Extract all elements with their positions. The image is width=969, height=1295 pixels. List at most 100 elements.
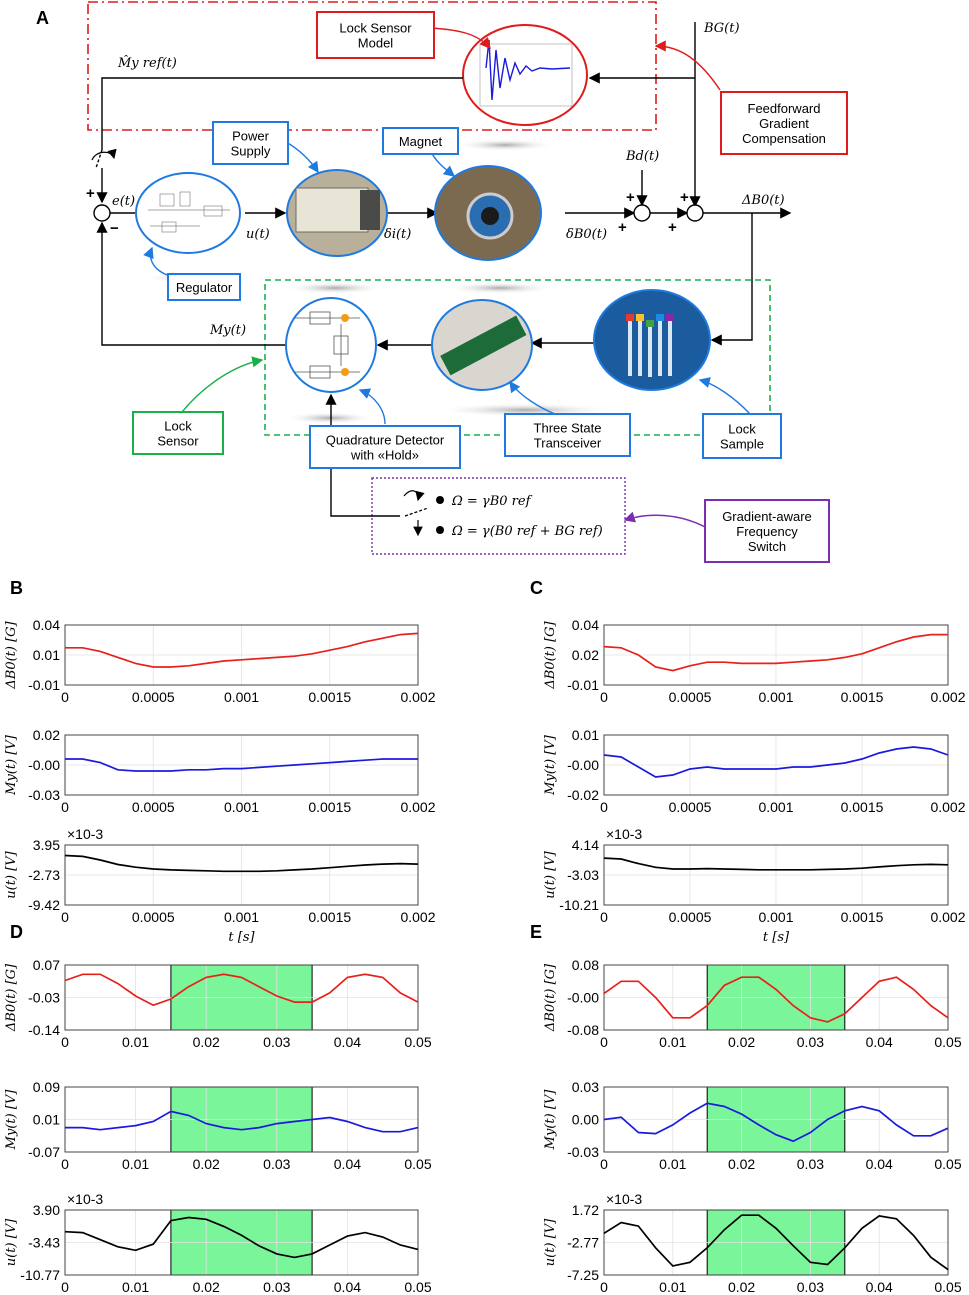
plus-sign: + [668,219,677,236]
callout-feedforward [654,40,721,91]
multiplier-icon [341,368,349,376]
callout-regulator [143,246,171,277]
y-tick-label: -0.01 [28,677,60,693]
box-label-line: Power [232,129,270,144]
lock-sensor-model-ellipse [462,24,588,126]
panel-label-b: B [10,578,23,598]
signal-bd: Bd(t) [625,149,659,164]
box-label-line: Three State [534,421,602,436]
x-tick-label: 0.04 [866,1156,893,1172]
x-tick-label: 0.0005 [669,689,712,705]
box-label-line: Supply [231,144,271,159]
x-tick-label: 0.001 [758,799,793,815]
y-tick-label: 4.14 [572,837,599,853]
power-supply-panel [360,190,380,230]
equation-2: Ω = γ(B0 ref + BG ref) [451,524,603,539]
exponent-label: ×10-3 [67,826,103,842]
signal-m-ref: M̂y ref(t) [117,55,177,71]
y-axis-label: u(t) [V] [4,1218,19,1266]
y-tick-label: -0.01 [567,677,599,693]
my-feedback-line [96,221,290,346]
y-tick-label: -0.14 [28,1022,60,1038]
exponent-label: ×10-3 [606,1191,642,1207]
x-tick-label: 0.03 [263,1156,290,1172]
model-impulse-response [485,39,571,101]
x-tick-label: 0.03 [797,1034,824,1050]
box-label-line: Regulator [176,280,233,295]
bullet-icon [436,496,444,504]
magnet-bore-center [481,207,499,225]
y-tick-label: -0.07 [28,1144,60,1160]
callout-detector [358,388,386,425]
callout-lock-model [431,27,491,50]
y-axis-label: ΔB0(t) [G] [4,620,19,689]
axes-frame [64,844,419,906]
x-tick-label: 0.02 [193,1156,220,1172]
y-tick-label: 0.03 [572,1079,599,1095]
x-tick-label: 0.02 [193,1279,220,1295]
panel-label-c: C [530,578,543,598]
series-line [603,1214,949,1271]
box-label-line: Lock [728,422,756,437]
x-tick-label: 0 [61,1034,69,1050]
signal-bg: BG(t) [703,21,740,36]
regulator-block-diagram [148,191,230,233]
y-tick-label: 0.01 [33,647,60,663]
signal-di: δi(t) [384,227,411,242]
box-label-line: Sample [720,437,764,452]
x-tick-label: 0.0015 [308,689,351,705]
summing-junction-e [93,204,111,222]
series-line [603,746,949,778]
x-tick-label: 0.02 [728,1279,755,1295]
series-line [64,1216,419,1259]
box-label-line: Magnet [399,134,443,149]
x-tick-label: 0.0015 [841,909,884,925]
box-magnet: Magnet [382,127,459,155]
x-tick-label: 0 [600,689,608,705]
y-tick-label: 0.00 [572,1112,599,1128]
axes-frame [64,1086,419,1153]
x-tick-label: 0.05 [934,1279,961,1295]
lock-model-region [87,1,657,131]
frequency-switch-region [371,477,626,555]
axes-frame [603,964,949,1031]
x-tick-label: 0.01 [122,1279,149,1295]
box-label-line: Gradient [759,116,809,131]
axes-frame [603,1209,949,1276]
x-tick-label: 0.02 [728,1034,755,1050]
signal-my: My(t) [209,323,246,338]
x-tick-label: 0.04 [334,1279,361,1295]
y-tick-label: -9.42 [28,897,60,913]
series-line [65,1110,419,1133]
y-tick-label: -2.77 [567,1235,599,1251]
quadrature-detector-ellipse [285,297,377,393]
summing-junction-bg [686,204,704,222]
x-tick-label: 0.04 [866,1034,893,1050]
y-tick-label: -0.00 [28,757,60,773]
x-tick-label: 0 [61,1156,69,1172]
y-axis-label: My(t) [V] [543,1089,558,1151]
callout-lock-sample [698,377,751,415]
y-axis-label: My(t) [V] [4,734,19,796]
x-tick-label: 0 [600,909,608,925]
box-label-line: Compensation [742,131,826,146]
x-tick-label: 0 [61,689,69,705]
y-axis-label: u(t) [V] [543,850,558,898]
box-label-line: Quadrature Detector [326,433,445,448]
y-tick-label: 0.09 [33,1079,60,1095]
x-tick-label: 0.001 [758,909,793,925]
axes-frame [64,734,419,796]
box-label-line: Frequency [736,524,798,539]
plus-sign: + [86,185,95,202]
y-tick-label: 3.95 [33,837,60,853]
sample-tubes [626,314,674,377]
x-tick-label: 0.002 [400,799,435,815]
x-tick-label: 0.001 [758,689,793,705]
y-tick-label: -0.02 [567,787,599,803]
